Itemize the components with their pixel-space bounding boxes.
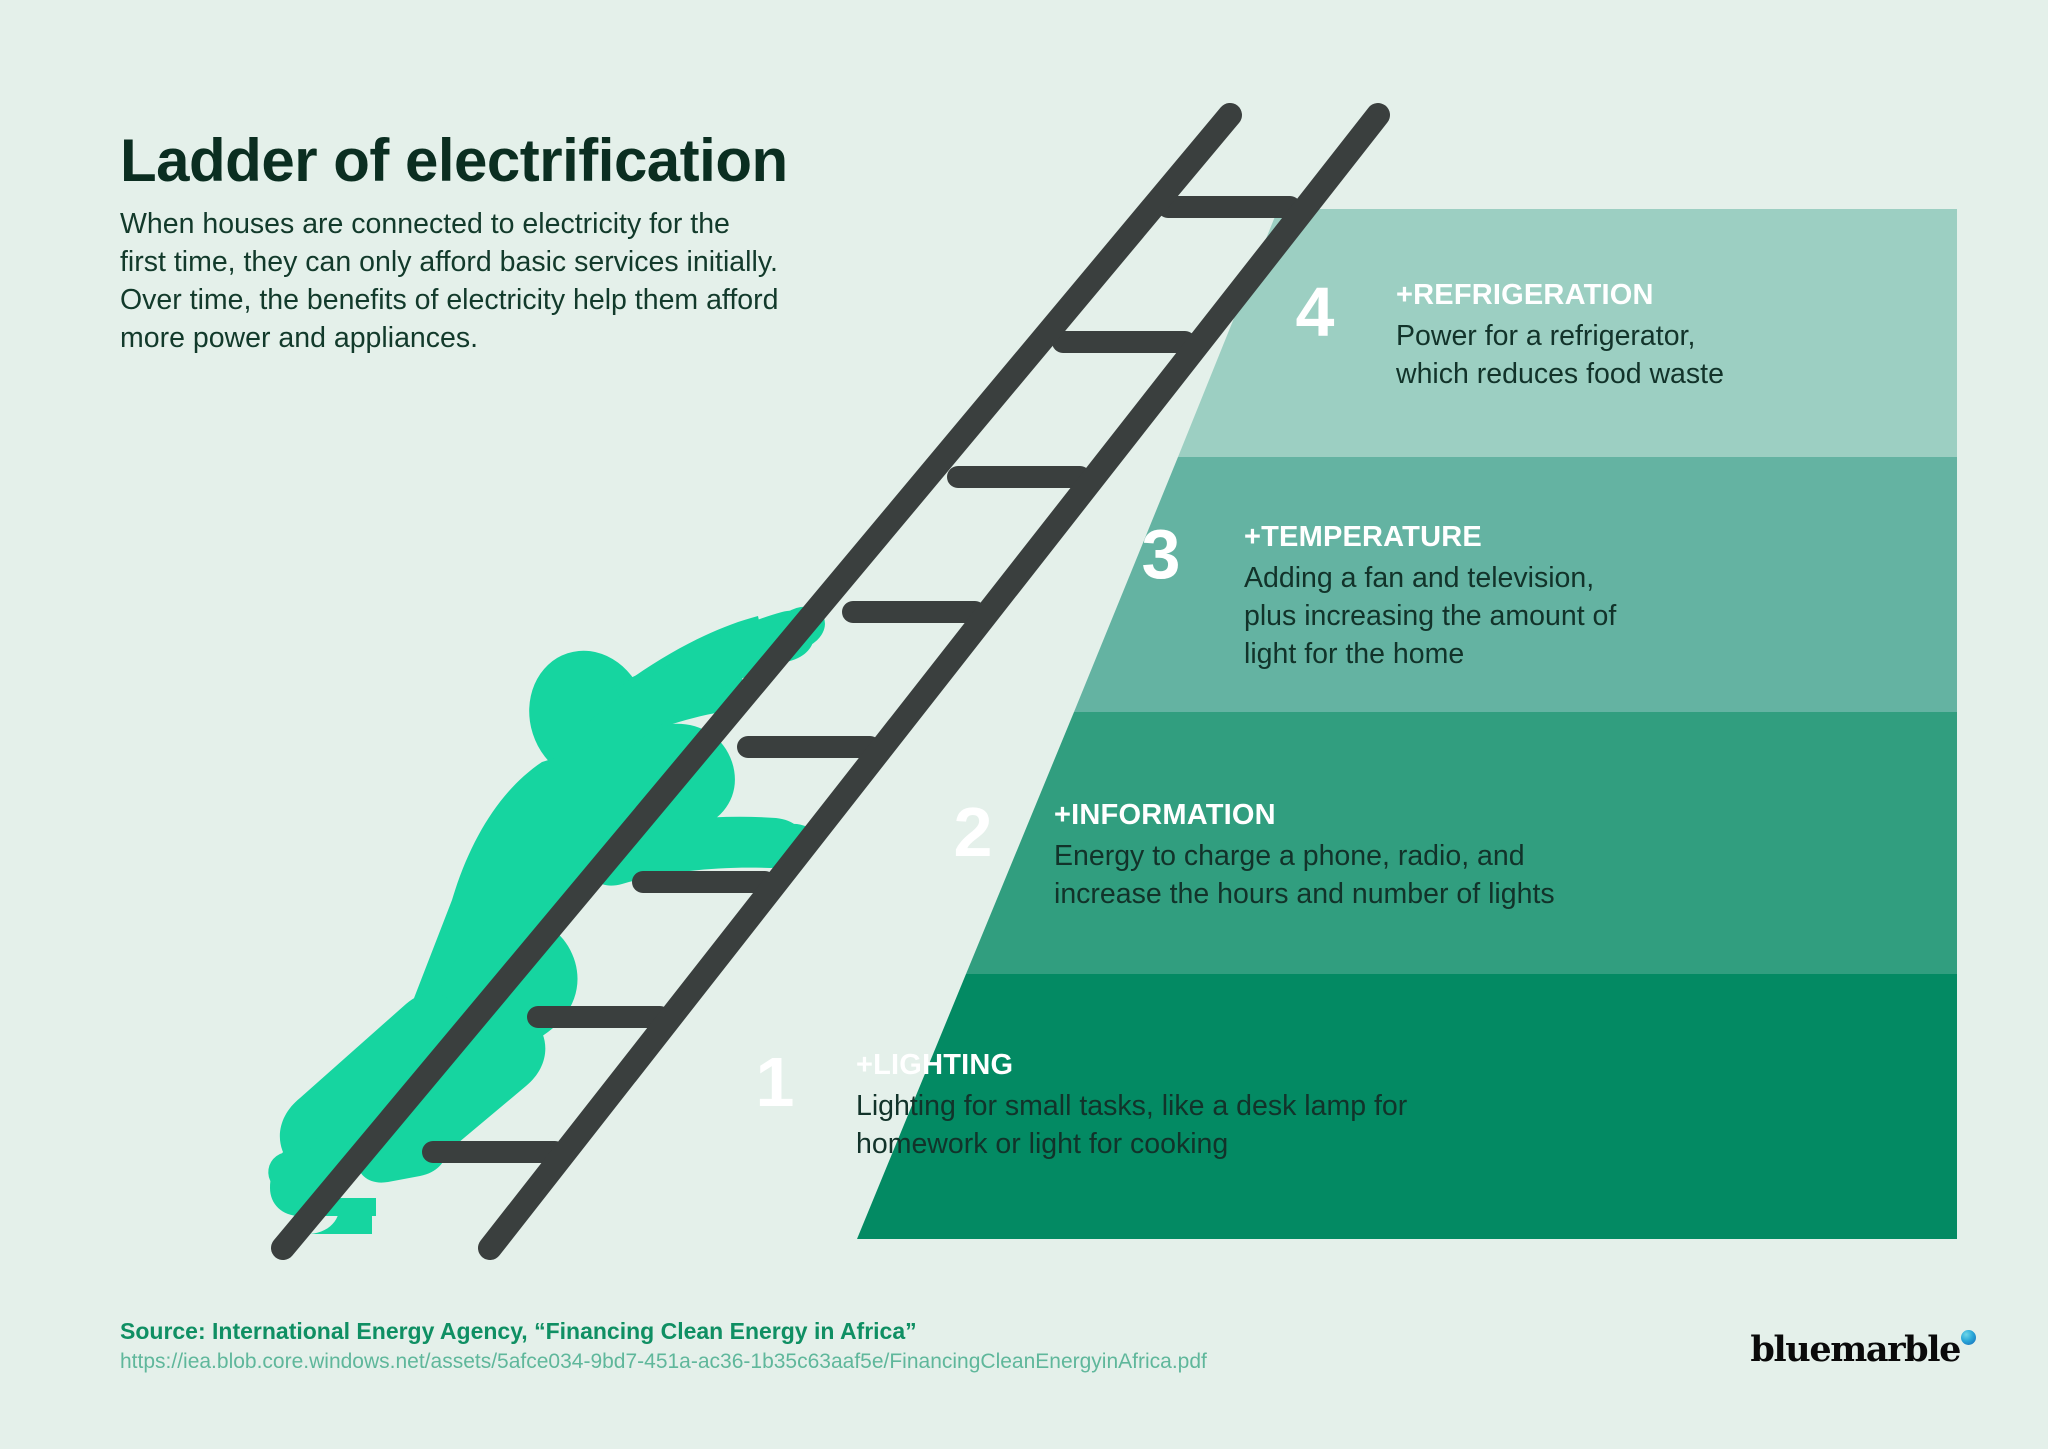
tier-number-1: 1 [755, 1043, 795, 1121]
tier-description-3: Adding a fan and television, plus increa… [1244, 561, 1617, 670]
band-tier-1 [857, 974, 1957, 1239]
tier-item-4: 4 +REFRIGERATION Power for a refrigerato… [1282, 273, 1724, 394]
tier-text-2: +INFORMATION Energy to charge a phone, r… [1032, 799, 1555, 914]
page-title: Ladder of electrification [120, 127, 788, 194]
tier-number-2: 2 [953, 793, 993, 871]
intro-paragraph: When houses are connected to electricity… [120, 208, 779, 355]
tier-heading-3: +TEMPERATURE [1244, 521, 1482, 553]
bluemarble-logo: bluemarble [1750, 1329, 1976, 1370]
tier-heading-2: +INFORMATION [1054, 799, 1276, 831]
tier-item-1: 1 +LIGHTING Lighting for small tasks, li… [742, 1043, 1408, 1164]
tier-text-4: +REFRIGERATION Power for a refrigerator,… [1374, 279, 1724, 394]
band-tier-2 [966, 712, 1957, 974]
header-block: Ladder of electrification When houses ar… [120, 127, 820, 358]
tier-text-1: +LIGHTING Lighting for small tasks, like… [834, 1049, 1408, 1164]
tier-heading-4: +REFRIGERATION [1396, 279, 1654, 311]
footer-block: Source: International Energy Agency, “Fi… [120, 1318, 1207, 1374]
tier-item-3: 3 +TEMPERATURE Adding a fan and televisi… [1128, 515, 1617, 674]
logo-dot-icon [1961, 1330, 1976, 1345]
tier-description-2: Energy to charge a phone, radio, and inc… [1054, 839, 1555, 910]
source-url[interactable]: https://iea.blob.core.windows.net/assets… [120, 1350, 1207, 1373]
tier-number-3: 3 [1141, 515, 1181, 593]
tier-text-3: +TEMPERATURE Adding a fan and television… [1220, 521, 1617, 674]
tier-number-4: 4 [1295, 273, 1335, 351]
tier-item-2: 2 +INFORMATION Energy to charge a phone,… [940, 793, 1555, 914]
band-tier-4 [1178, 209, 1957, 457]
logo-wordmark: bluemarble [1750, 1329, 1961, 1370]
source-citation: Source: International Energy Agency, “Fi… [120, 1318, 917, 1344]
tier-description-4: Power for a refrigerator, which reduces … [1396, 319, 1724, 390]
band-tier-3 [1074, 457, 1957, 712]
tier-description-1: Lighting for small tasks, like a desk la… [856, 1089, 1408, 1160]
tier-heading-1: +LIGHTING [856, 1049, 1014, 1081]
